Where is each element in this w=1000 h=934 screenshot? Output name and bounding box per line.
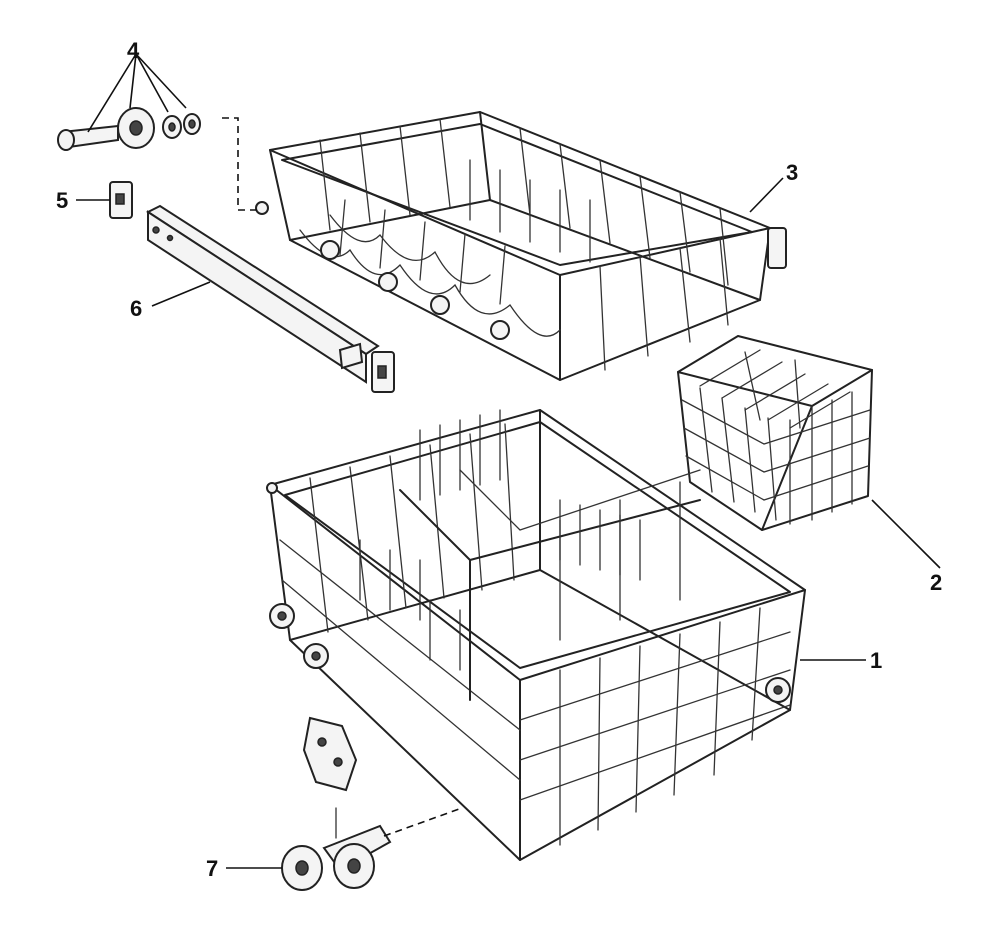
assembly-lines (222, 117, 463, 837)
callout-6: 6 (130, 296, 142, 321)
callout-5: 5 (56, 188, 68, 213)
callout-2: 2 (930, 570, 942, 595)
leader-lines (76, 53, 941, 869)
callout-7: 7 (206, 856, 218, 881)
upper-dishrack[interactable] (255, 111, 787, 381)
callout-numbers: 1 2 3 4 5 6 7 (56, 38, 942, 881)
silverware-basket[interactable] (677, 335, 873, 531)
callout-4: 4 (127, 38, 140, 63)
lower-roller-assembly[interactable] (281, 716, 392, 891)
rack-track[interactable] (145, 204, 395, 393)
roller-assembly[interactable] (57, 107, 201, 151)
track-stop[interactable] (109, 181, 133, 219)
callout-1: 1 (870, 648, 882, 673)
lower-dishrack[interactable] (266, 409, 806, 861)
callout-3: 3 (786, 160, 798, 185)
